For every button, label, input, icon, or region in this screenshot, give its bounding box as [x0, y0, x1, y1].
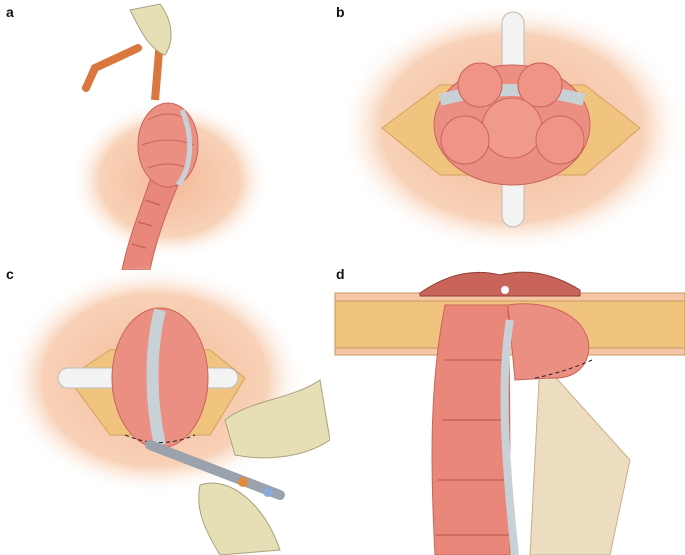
mesentery-strip	[500, 319, 519, 555]
panel-b: b	[330, 0, 685, 270]
mesentery-strip	[175, 109, 193, 187]
panel-b-illustration	[337, 3, 685, 253]
cautery-pen	[145, 440, 285, 500]
mesentery-strip	[438, 84, 586, 106]
suture-line	[534, 359, 593, 379]
mesentery-strip	[146, 308, 166, 447]
panel-c-illustration	[5, 265, 330, 555]
colon-loop	[507, 303, 590, 381]
panel-b-label: b	[336, 4, 345, 20]
panel-c: c	[0, 260, 330, 555]
panel-d: d	[330, 260, 685, 555]
colon-segment	[431, 304, 511, 555]
stoma-cross-section	[419, 271, 581, 297]
mesentery	[529, 358, 631, 555]
cut-line	[124, 434, 196, 443]
gloved-hand	[129, 3, 172, 56]
panel-d-label: d	[336, 266, 345, 282]
gloved-hand	[224, 379, 330, 459]
gloved-hand	[198, 482, 281, 555]
panel-a-label: a	[6, 4, 14, 20]
panel-d-illustration	[334, 271, 685, 555]
panel-c-label: c	[6, 266, 14, 282]
panel-a-illustration	[70, 3, 270, 270]
panel-a: a	[0, 0, 330, 270]
